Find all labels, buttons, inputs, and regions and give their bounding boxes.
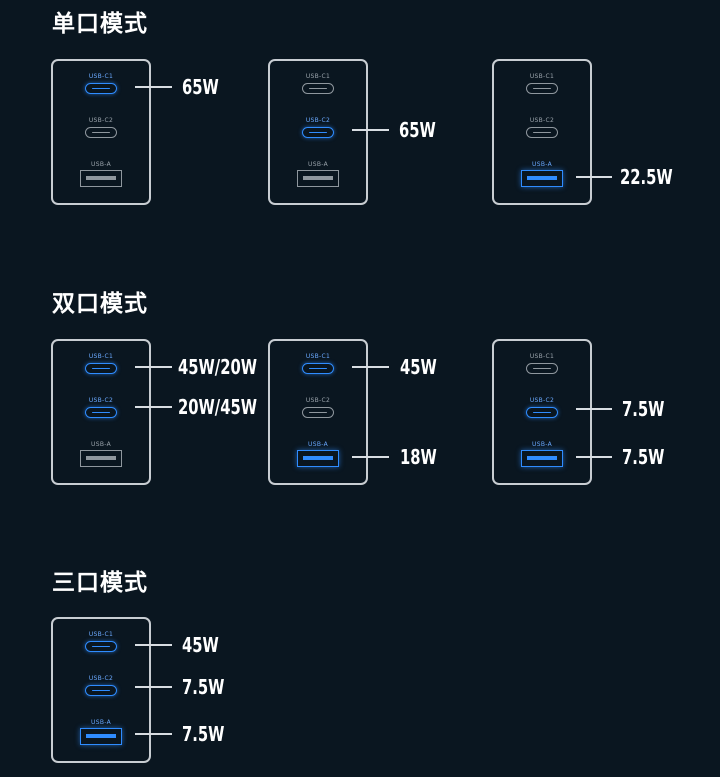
port-label-c1: USB-C1 <box>529 353 555 360</box>
usb-c1-port <box>302 83 334 94</box>
port-label-c2: USB-C2 <box>88 397 114 404</box>
output-c1: 45W/20W <box>178 355 258 379</box>
output-a: 22.5W <box>620 165 673 189</box>
usb-a-port <box>521 450 563 467</box>
output-a: 18W <box>400 445 437 469</box>
port-label-c1: USB-C1 <box>88 73 114 80</box>
usb-c2-port <box>526 407 558 418</box>
port-label-c2: USB-C2 <box>305 397 331 404</box>
usb-a-port <box>80 170 122 187</box>
usb-a-port <box>80 728 122 745</box>
port-label-c1: USB-C1 <box>305 73 331 80</box>
usb-c1-port <box>85 641 117 652</box>
leader-line <box>576 408 612 410</box>
output-c2: 7.5W <box>622 397 665 421</box>
output-c2: 7.5W <box>182 675 225 699</box>
usb-a-port <box>297 170 339 187</box>
usb-c1-port <box>526 83 558 94</box>
output-c1: 45W <box>182 633 219 657</box>
usb-c1-port <box>302 363 334 374</box>
charger-single-a: USB-C1 USB-C2 USB-A <box>492 59 592 205</box>
port-label-a: USB-A <box>91 161 111 168</box>
leader-line <box>576 456 612 458</box>
port-label-a: USB-A <box>91 441 111 448</box>
charger-dual-c2-a: USB-C1 USB-C2 USB-A <box>492 339 592 485</box>
leader-line <box>576 176 612 178</box>
usb-c2-port <box>85 127 117 138</box>
port-label-c1: USB-C1 <box>88 631 114 638</box>
port-label-c2: USB-C2 <box>88 675 114 682</box>
leader-line <box>135 86 172 88</box>
port-label-a: USB-A <box>532 161 552 168</box>
usb-a-port <box>80 450 122 467</box>
port-label-c2: USB-C2 <box>88 117 114 124</box>
leader-line <box>135 406 172 408</box>
charger-triple: USB-C1 USB-C2 USB-A <box>51 617 151 763</box>
port-label-c2: USB-C2 <box>305 117 331 124</box>
leader-line <box>135 366 172 368</box>
leader-line <box>352 456 389 458</box>
charger-single-c2: USB-C1 USB-C2 USB-A <box>268 59 368 205</box>
port-label-a: USB-A <box>308 161 328 168</box>
leader-line <box>352 366 389 368</box>
output-c2: 65W <box>399 118 436 142</box>
output-c2: 20W/45W <box>178 395 258 419</box>
usb-a-port <box>521 170 563 187</box>
usb-c2-port <box>526 127 558 138</box>
leader-line <box>135 733 172 735</box>
section-title-triple: 三口模式 <box>52 570 148 596</box>
usb-c2-port <box>302 127 334 138</box>
leader-line <box>352 129 389 131</box>
port-label-c1: USB-C1 <box>529 73 555 80</box>
usb-c1-port <box>85 363 117 374</box>
usb-c1-port <box>526 363 558 374</box>
usb-a-port <box>297 450 339 467</box>
output-a: 7.5W <box>182 722 225 746</box>
section-title-single: 单口模式 <box>52 11 148 37</box>
output-a: 7.5W <box>622 445 665 469</box>
charger-single-c1: USB-C1 USB-C2 USB-A <box>51 59 151 205</box>
port-label-c2: USB-C2 <box>529 397 555 404</box>
port-label-c1: USB-C1 <box>88 353 114 360</box>
port-label-a: USB-A <box>532 441 552 448</box>
section-title-dual: 双口模式 <box>52 291 148 317</box>
charger-dual-c1-a: USB-C1 USB-C2 USB-A <box>268 339 368 485</box>
charger-dual-c1-c2: USB-C1 USB-C2 USB-A <box>51 339 151 485</box>
usb-c1-port <box>85 83 117 94</box>
port-label-a: USB-A <box>91 719 111 726</box>
port-label-c2: USB-C2 <box>529 117 555 124</box>
leader-line <box>135 686 172 688</box>
usb-c2-port <box>85 407 117 418</box>
usb-c2-port <box>85 685 117 696</box>
output-c1: 45W <box>400 355 437 379</box>
port-label-c1: USB-C1 <box>305 353 331 360</box>
port-label-a: USB-A <box>308 441 328 448</box>
leader-line <box>135 644 172 646</box>
usb-c2-port <box>302 407 334 418</box>
output-c1: 65W <box>182 75 219 99</box>
